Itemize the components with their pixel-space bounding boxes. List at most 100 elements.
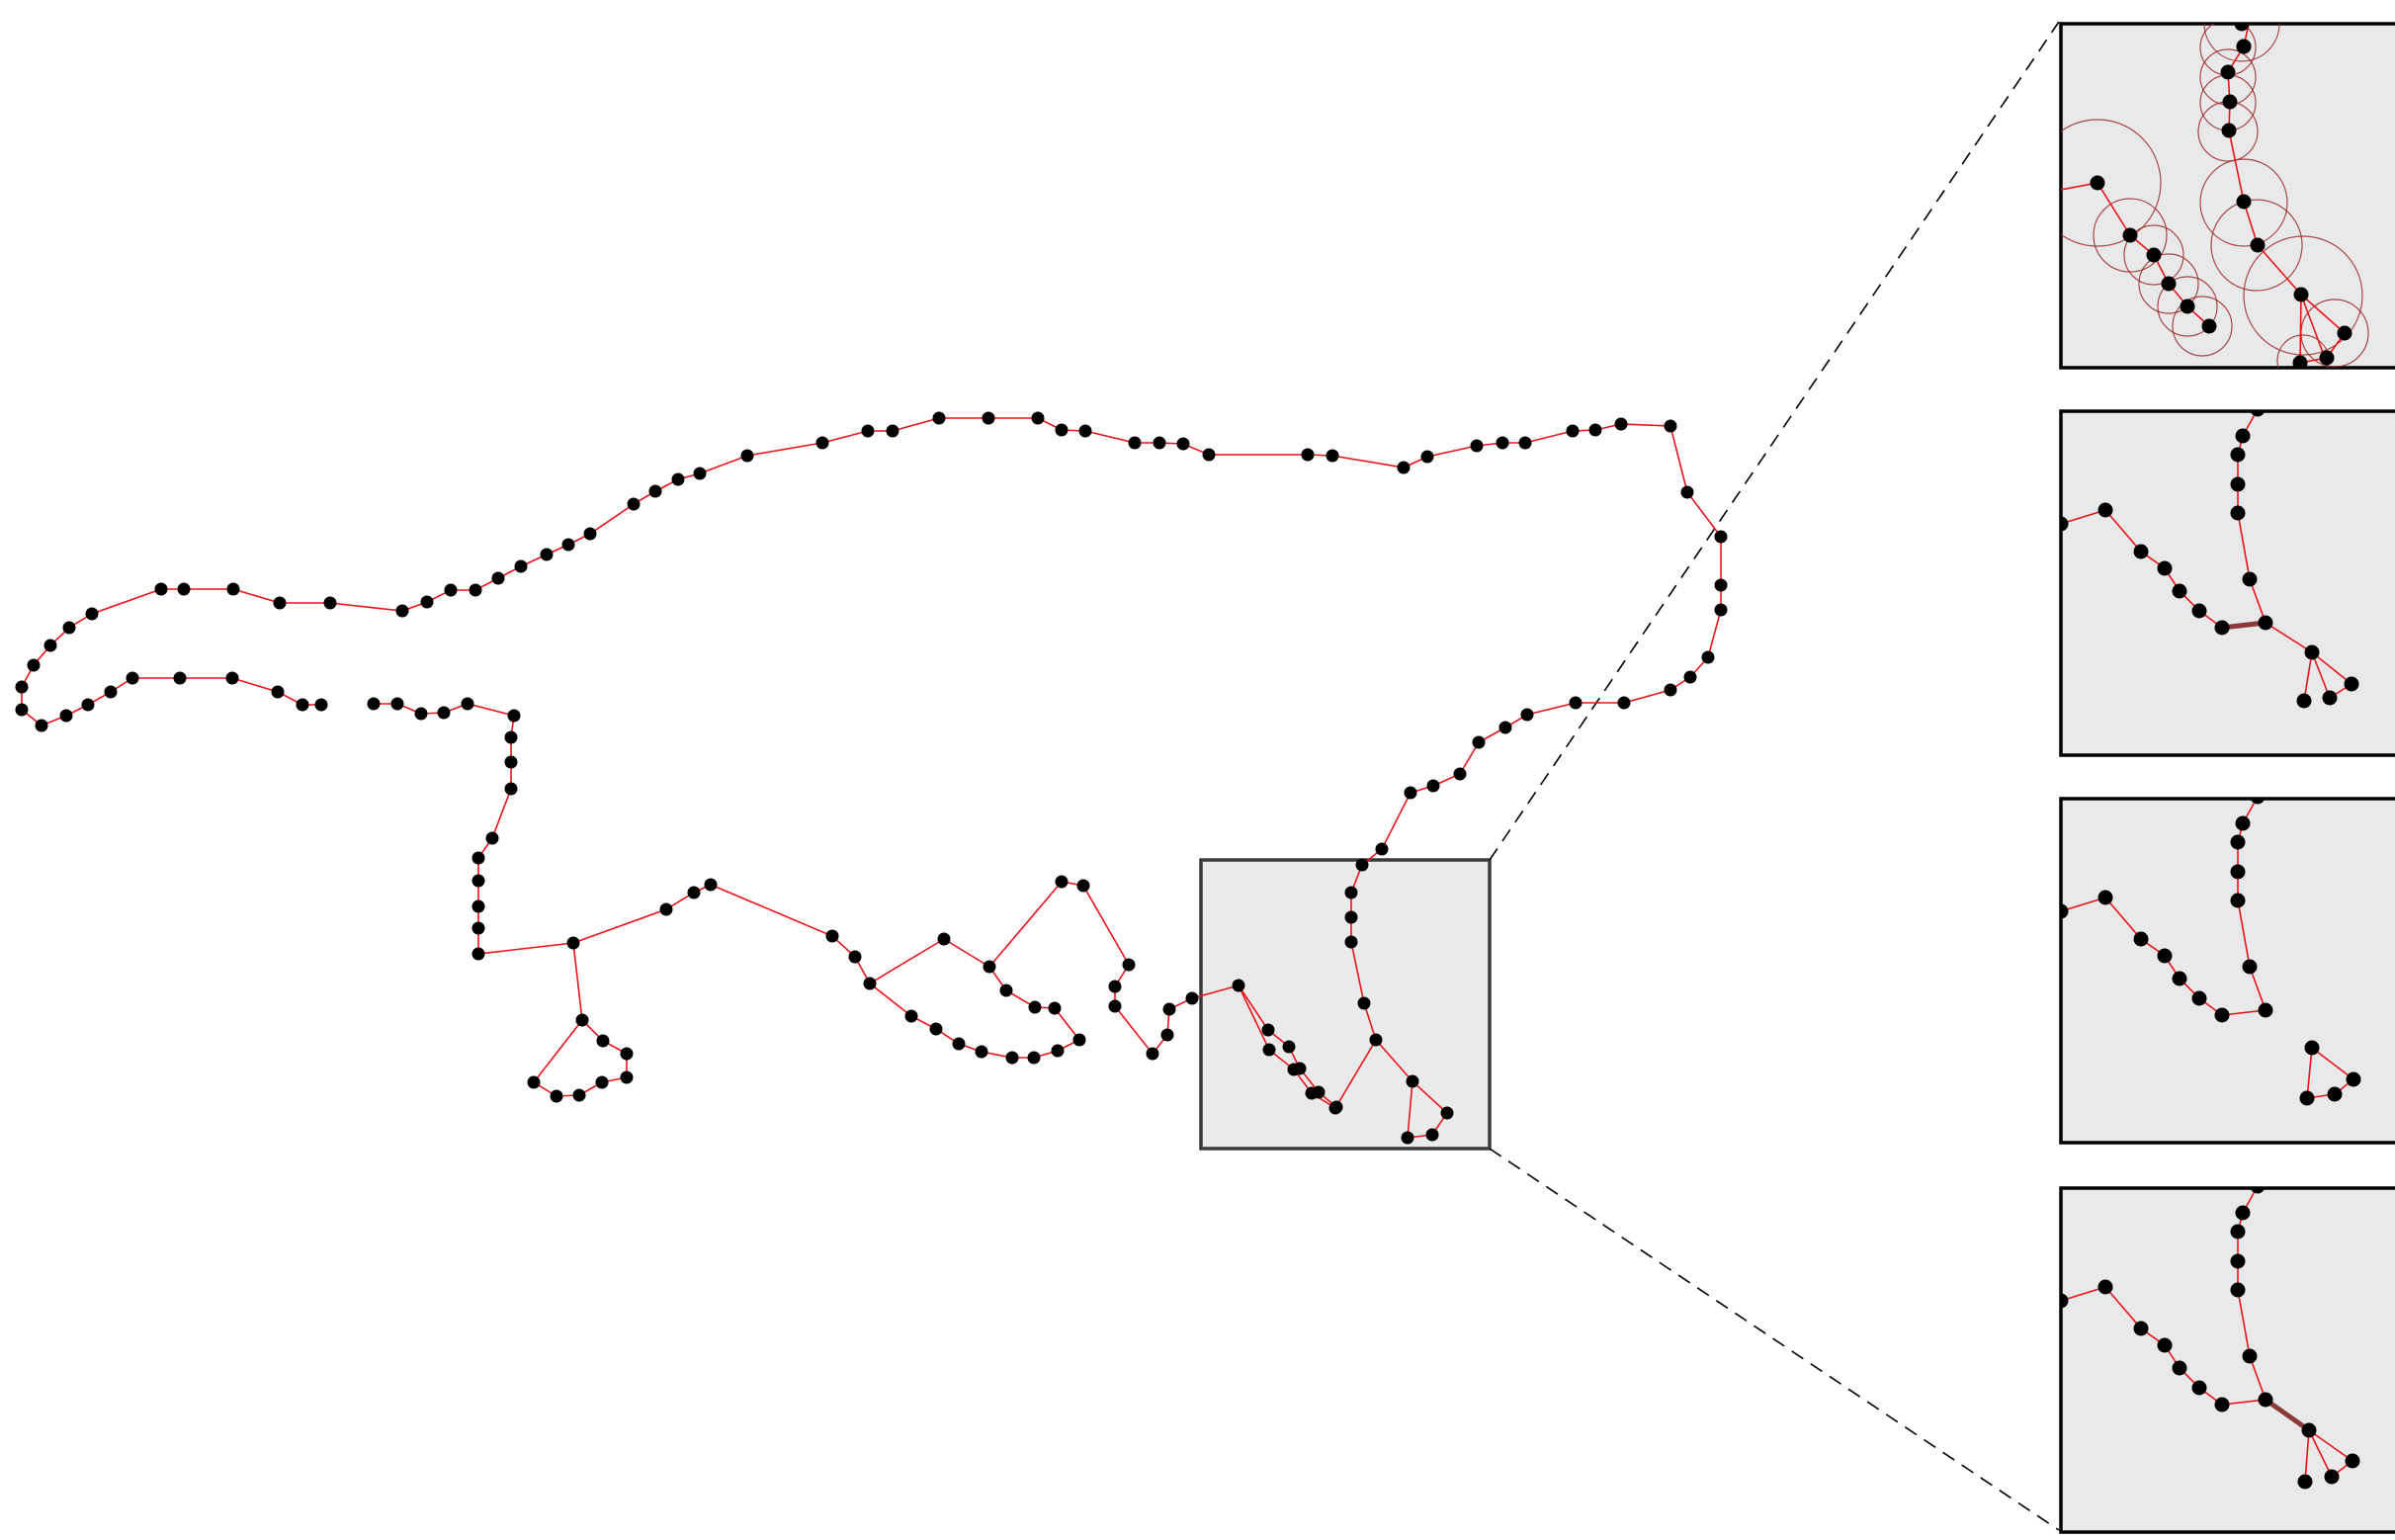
graph-node [1282,1040,1296,1054]
graph-node [1076,879,1090,893]
graph-node [2230,505,2246,521]
graph-node [572,1088,586,1102]
graph-node [1293,1062,1307,1075]
graph-node [1078,424,1092,438]
graph-node [2090,175,2105,191]
graph-node [1714,530,1728,544]
graph-node [999,984,1013,997]
graph-node [43,639,57,652]
graph-node [2292,355,2308,368]
graph-node [2191,603,2207,619]
graph-node [273,596,287,610]
graph-node [937,932,951,946]
graph-node [2319,350,2335,366]
zoom-region-box [1199,858,1492,1151]
graph-node [444,583,458,597]
graph-node [1614,417,1628,431]
graph-node [2324,1469,2340,1485]
graph-node [2242,571,2258,587]
graph-node [583,527,597,541]
graph-node [1588,423,1602,437]
graph-node [2157,560,2173,576]
graph-node [15,680,29,694]
graph-node [367,697,381,711]
graph-edge [2311,651,2352,685]
graph-node [671,472,685,486]
graph-node [659,902,673,916]
graph-node [1326,449,1339,463]
graph-node [85,607,99,621]
graph-edge [2304,1429,2310,1483]
graph-node [620,1070,634,1084]
graph-edge [2265,622,2313,653]
graph-node [2157,948,2173,964]
graph-node [1426,779,1440,793]
graph-node [1498,721,1512,734]
graph-node [595,1075,609,1089]
graph-node [1055,423,1069,437]
small-loop [532,942,628,1097]
graph-node [861,424,875,438]
graph-node [1664,683,1677,697]
graph-node [1369,1033,1383,1047]
graph-node [1518,436,1532,450]
radius-circle [2157,276,2218,337]
graph-node [1261,1023,1275,1037]
graph-node [1153,436,1166,450]
graph-node [126,671,139,685]
graph-node [296,698,309,712]
graph-node [863,977,877,990]
graph-node [2172,1360,2187,1376]
graph-node [2221,123,2237,138]
graph-node [2230,476,2246,492]
triangle-branch [1375,1039,1449,1139]
graph-node [929,1022,943,1036]
graph-node [323,596,337,610]
graph-node [2235,1205,2251,1221]
graph-node [471,921,485,935]
graph-node [1472,735,1486,749]
graph-node [1714,603,1728,617]
graph-node [1344,910,1358,924]
graph-node [1425,1128,1439,1142]
graph-node [2191,1380,2207,1396]
graph-node [2235,428,2251,444]
graph-node [471,947,485,961]
graph-node [62,621,76,635]
zoom-leader-bottom [1489,1148,2060,1531]
graph-node [2191,990,2207,1006]
graph-node [471,874,485,888]
inset-panel-frame [2059,1186,2395,1534]
graph-node [1617,696,1631,710]
graph-node [627,497,641,511]
inset-panel-frame [2059,409,2395,757]
graph-node [982,411,995,425]
graph-node [2214,1007,2230,1023]
lower-contour [374,703,1240,1056]
graph-node [1680,485,1694,499]
graph-node [2337,325,2352,341]
graph-edge [2249,578,2267,624]
graph-node [1397,461,1411,474]
graph-node [2258,615,2273,631]
graph-node [2146,247,2162,263]
graph-node [15,703,29,717]
graph-node [1344,935,1358,949]
graph-node [2297,1474,2313,1490]
graph-node [2061,516,2069,532]
graph-node [1048,1001,1062,1015]
graph-node [27,658,41,672]
graph-node [648,484,662,498]
graph-node [704,878,718,892]
graph-node [2304,1040,2320,1056]
graph-node [2250,237,2266,253]
graph-node [1185,991,1199,1005]
graph-node [1028,1000,1042,1014]
graph-node [2061,1293,2069,1309]
graph-node [59,709,73,723]
graph-node [154,582,168,596]
graph-node [314,698,328,712]
graph-node [2242,959,2258,975]
graph-node [527,1075,541,1089]
